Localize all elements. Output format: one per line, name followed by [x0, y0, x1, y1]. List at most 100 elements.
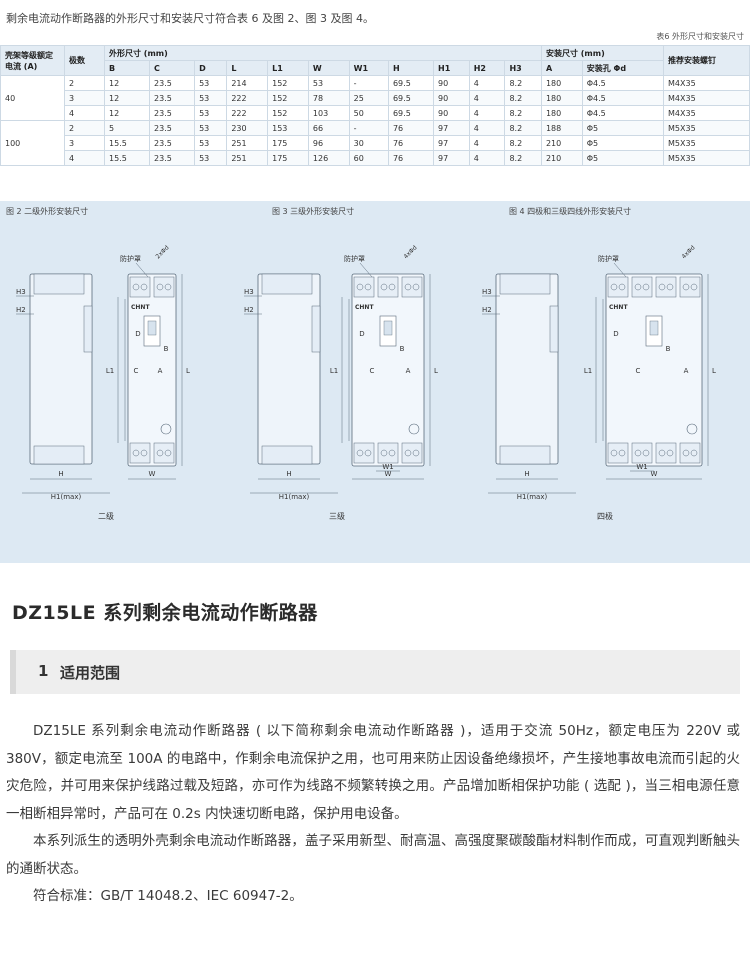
side-view-cover	[33, 273, 85, 295]
table-cell: 175	[267, 150, 309, 166]
table-cell: Φ5	[581, 120, 665, 136]
table-cell: 210	[540, 150, 583, 166]
operating-handle-lever	[383, 320, 393, 336]
terminal-screw	[132, 283, 140, 291]
terminal-screw	[412, 449, 420, 457]
table-cell: 152	[267, 105, 309, 121]
dimension-label: H1(max)	[51, 493, 82, 501]
table-cell: 23.5	[149, 75, 196, 91]
terminal-screw	[404, 283, 412, 291]
side-view-handle	[83, 305, 93, 353]
hole-label: 4xΦd	[402, 244, 418, 260]
table-cell: 90	[433, 75, 470, 91]
table-header-row-1: 壳架等级额定电流 (A) 极数 外形尺寸 (mm) 安装尺寸 (mm) 推荐安装…	[0, 45, 750, 76]
terminal-block	[153, 442, 175, 464]
side-view-cover	[499, 273, 551, 295]
terminal-block	[401, 442, 423, 464]
dimension-label: A	[406, 367, 411, 375]
front-view-body	[351, 273, 425, 467]
terminal-screw	[618, 283, 626, 291]
table-cell: 53	[307, 75, 350, 91]
table-cell: 4	[64, 105, 105, 121]
dimension-label: A	[684, 367, 689, 375]
header-col: L	[226, 60, 269, 76]
table-cell: 210	[540, 135, 583, 151]
dimension-label: W1	[382, 463, 393, 471]
header-outline-group: 外形尺寸 (mm)	[104, 45, 542, 61]
operating-handle-lever	[147, 320, 157, 336]
cell-frame-current: 40	[0, 75, 65, 121]
terminal-screw	[140, 283, 148, 291]
dimension-label: C	[370, 367, 375, 375]
dimension-label: H	[524, 470, 529, 478]
header-col: W	[307, 60, 350, 76]
terminal-screw	[412, 283, 420, 291]
table-cell: 3	[64, 90, 105, 106]
table-cell: 53	[194, 75, 228, 91]
table-cell: 180	[540, 90, 583, 106]
side-view-cover	[33, 445, 85, 465]
table-cell: Φ5	[581, 135, 665, 151]
dimension-label: L1	[106, 367, 114, 375]
figure-2-title: 图 2 二级外形安装尺寸	[6, 207, 89, 216]
table-cell: 222	[226, 90, 269, 106]
brand-logo-text: CHNT	[355, 304, 374, 311]
table-cell: 69.5	[387, 105, 435, 121]
header-col: H3	[504, 60, 542, 76]
header-poles: 极数	[64, 45, 105, 76]
table-cell: 8.2	[504, 105, 542, 121]
terminal-screw	[404, 449, 412, 457]
dimension-label: H1(max)	[517, 493, 548, 501]
table-cell: 4	[468, 90, 506, 106]
terminal-screw	[388, 283, 396, 291]
header-col: H1	[433, 60, 470, 76]
terminal-block	[607, 442, 629, 464]
table-cell: M4X35	[663, 105, 750, 121]
dimension-label: A	[158, 367, 163, 375]
terminal-screw	[682, 283, 690, 291]
header-col: 安装孔 Φd	[581, 60, 665, 76]
dimension-label: H	[58, 470, 63, 478]
terminal-screw	[164, 283, 172, 291]
terminal-screw	[690, 449, 698, 457]
table-cell: 15.5	[103, 150, 151, 166]
terminal-screw	[156, 283, 164, 291]
dimension-label: H3	[244, 288, 254, 296]
terminal-screw	[634, 449, 642, 457]
table-cell: 152	[267, 75, 309, 91]
table-cell: 30	[348, 135, 389, 151]
table-cell: 152	[267, 90, 309, 106]
table-cell: 8.2	[504, 75, 542, 91]
terminal-screw	[356, 449, 364, 457]
table-cell: 4	[468, 150, 506, 166]
dimension-label: C	[636, 367, 641, 375]
table-cell: Φ4.5	[581, 105, 665, 121]
cell-frame-current: 100	[0, 120, 65, 166]
terminal-screw	[658, 449, 666, 457]
leader-line	[613, 262, 627, 278]
table-cell: M5X35	[663, 135, 750, 151]
terminal-block	[655, 276, 677, 298]
terminal-screw	[380, 449, 388, 457]
front-view-body	[127, 273, 177, 467]
header-col: A	[540, 60, 583, 76]
terminal-screw	[380, 283, 388, 291]
dimension-label: W	[385, 470, 392, 478]
table-cell: 222	[226, 105, 269, 121]
dimension-label: H2	[16, 306, 26, 314]
header-col: H2	[468, 60, 506, 76]
terminal-screw	[164, 449, 172, 457]
side-view-body	[495, 273, 559, 465]
dimension-label: B	[400, 345, 405, 353]
terminal-screw	[156, 449, 164, 457]
table-cell: 188	[540, 120, 583, 136]
dimension-label: H3	[482, 288, 492, 296]
terminal-screw	[132, 449, 140, 457]
table-cell: 23.5	[149, 105, 196, 121]
table-cell: 8.2	[504, 90, 542, 106]
table-cell: 23.5	[149, 150, 196, 166]
header-col: C	[149, 60, 196, 76]
